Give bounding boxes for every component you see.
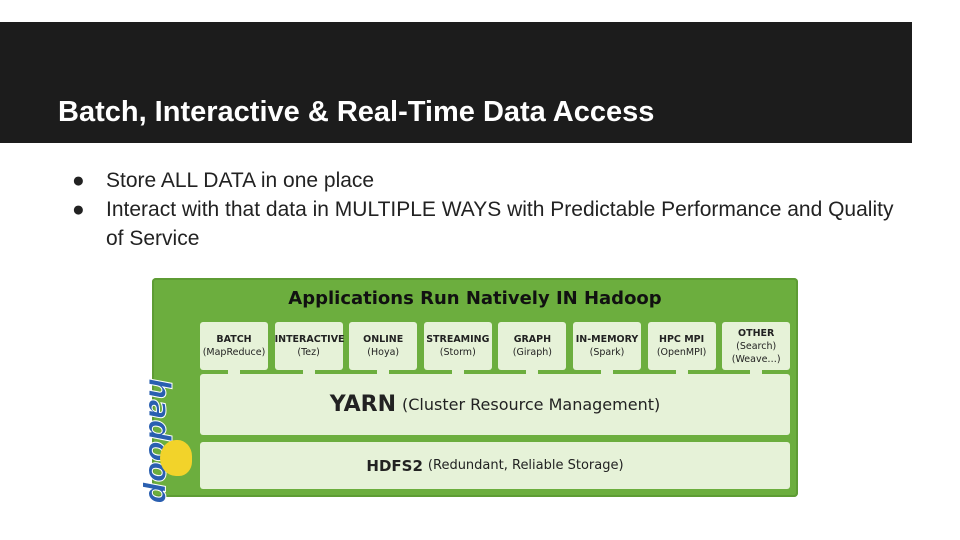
bullet-text: Interact with that data in MULTIPLE WAYS…	[106, 198, 894, 250]
app-name: OTHER	[738, 327, 775, 339]
app-engine: (Giraph)	[512, 347, 552, 358]
connector-tab	[228, 369, 240, 377]
app-engine: (OpenMPI)	[656, 347, 707, 358]
yarn-layer: YARN (Cluster Resource Management)	[200, 374, 790, 435]
slide-header	[0, 22, 912, 143]
app-name: GRAPH	[513, 334, 552, 345]
app-name: ONLINE	[363, 334, 404, 345]
app-box: GRAPH (Giraph)	[498, 322, 567, 377]
app-name: HPC MPI	[659, 334, 705, 345]
app-box: OTHER(Search) (Weave…)	[722, 322, 791, 377]
hdfs-layer: HDFS2 (Redundant, Reliable Storage)	[200, 442, 790, 489]
app-name: BATCH	[216, 334, 252, 345]
bullet-text: Store ALL DATA in one place	[106, 169, 375, 192]
yarn-desc: (Cluster Resource Management)	[402, 395, 661, 414]
app-box: ONLINE (Hoya)	[349, 322, 418, 377]
connector-tab	[526, 369, 539, 377]
slide-title: Batch, Interactive & Real-Time Data Acce…	[58, 96, 655, 128]
bullet-icon: ●	[72, 198, 85, 221]
connector-tab	[601, 369, 613, 377]
app-name: IN-MEMORY	[575, 334, 639, 345]
elephant-icon	[160, 440, 192, 476]
connector-tab	[750, 369, 763, 377]
app-box: IN-MEMORY (Spark)	[573, 322, 641, 377]
app-engine: (Hoya)	[367, 347, 400, 358]
app-box: BATCH (MapReduce)	[200, 322, 268, 377]
hdfs-desc: (Redundant, Reliable Storage)	[427, 458, 624, 473]
diagram-title: Applications Run Natively IN Hadoop	[288, 288, 662, 309]
yarn-name: YARN	[329, 392, 396, 417]
app-box: HPC MPI (OpenMPI)	[647, 322, 716, 377]
hadoop-logo: hadoop	[141, 338, 196, 504]
bullet-item: ● Store ALL DATA in one place	[72, 166, 906, 195]
app-engine: (Search) (Weave…)	[731, 340, 781, 365]
app-box: INTERACTIVE (Tez)	[274, 322, 345, 377]
app-engine: (Spark)	[589, 347, 625, 358]
hdfs-name: HDFS2	[366, 456, 423, 475]
app-name: INTERACTIVE	[274, 334, 345, 345]
app-engine: (Tez)	[297, 347, 320, 358]
connector-tab	[675, 369, 688, 377]
bullet-item: ● Interact with that data in MULTIPLE WAY…	[72, 195, 906, 253]
app-engine: (Storm)	[439, 347, 476, 358]
bullet-list: ● Store ALL DATA in one place ● Interact w…	[72, 166, 906, 253]
connector-tab	[302, 369, 315, 377]
app-name: STREAMING	[426, 334, 490, 345]
app-box: STREAMING (Storm)	[423, 322, 492, 377]
connector-tab	[377, 369, 390, 377]
app-engine: (MapReduce)	[202, 347, 266, 358]
application-row: BATCH (MapReduce) INTERACTIVE (Tez) ONLINE (H…	[200, 322, 791, 377]
hadoop-diagram: Applications Run Natively IN Hadoop hado…	[141, 278, 798, 504]
bullet-icon: ●	[72, 169, 85, 192]
connector-tab	[451, 369, 464, 377]
